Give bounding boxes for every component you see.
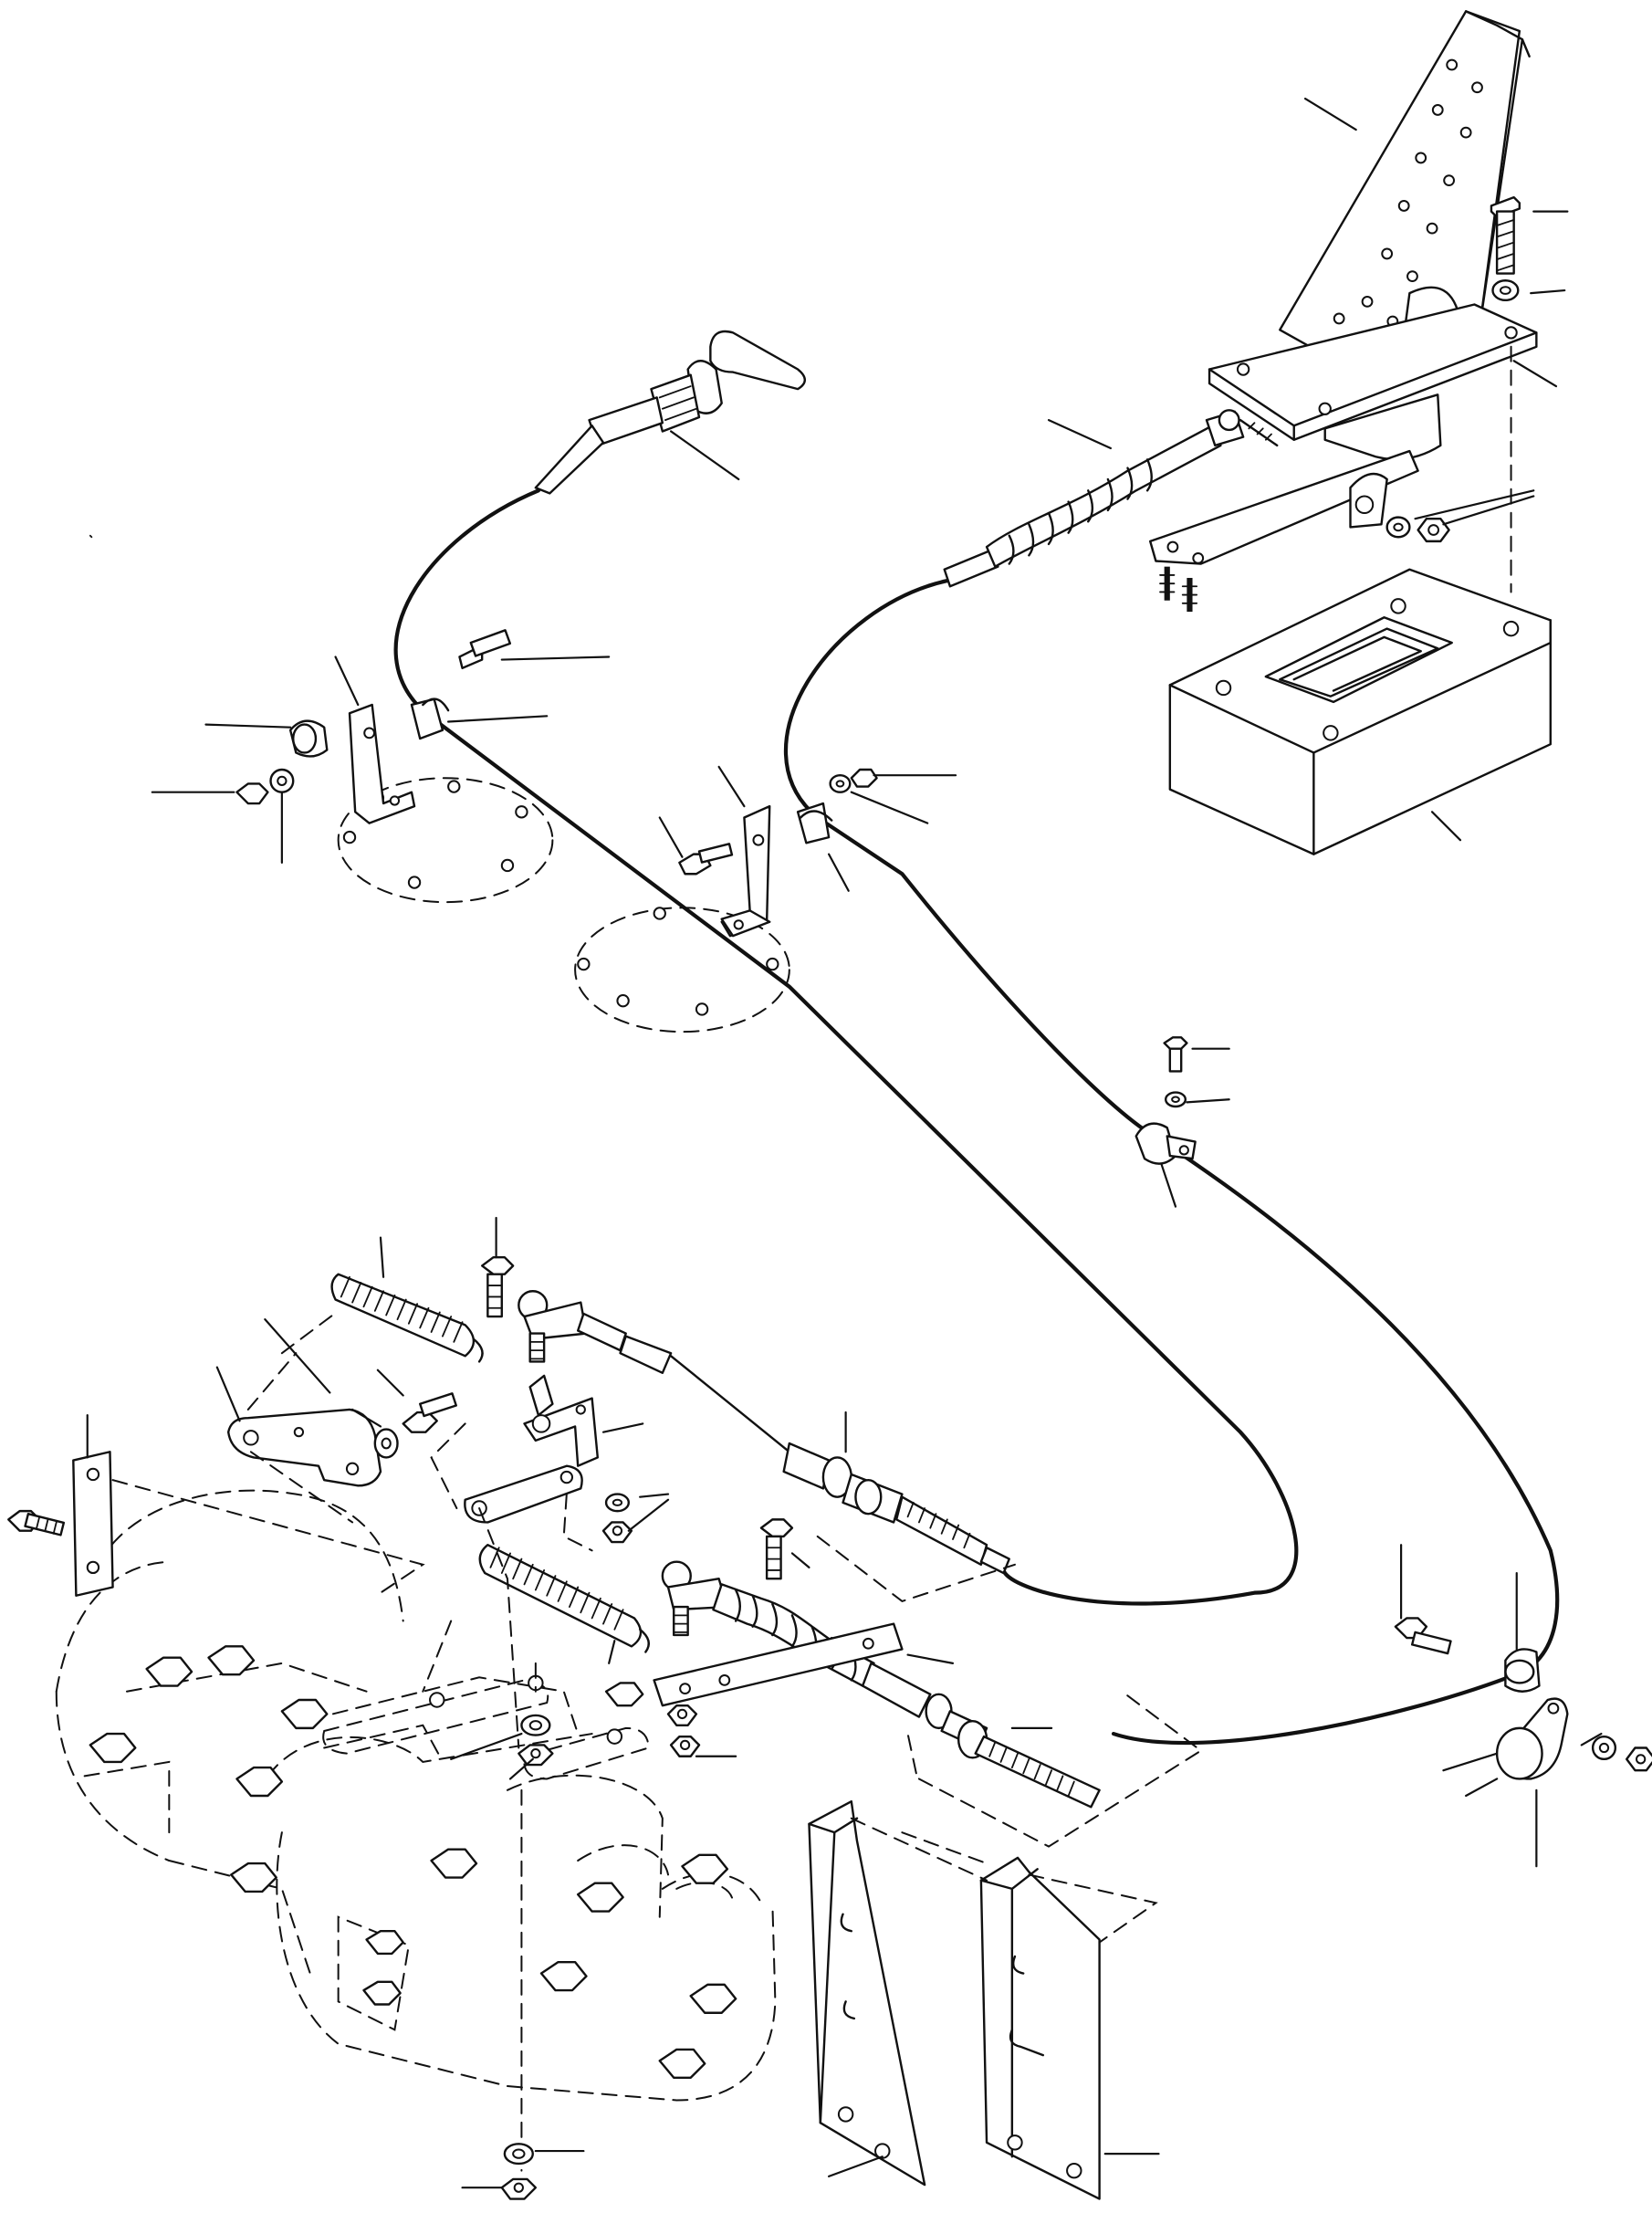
cable-bracket-left: [236, 630, 552, 902]
bracket-alignment-lines: [852, 1819, 1156, 1943]
ball-joint-upper: [518, 1291, 671, 1373]
linkage-bolt-lower: [761, 1519, 792, 1578]
pedal-mounting-bolt: [1491, 197, 1520, 273]
accelerator-cable-bellows: [945, 410, 1277, 586]
cable-clamp-right: [1396, 1618, 1652, 1778]
linkage-dashed-connectors: [113, 1311, 592, 2171]
pump-linkage-plates: [323, 1676, 648, 1779]
ball-joint-lower: [663, 1562, 727, 1635]
pump-base-hardware: [502, 2144, 536, 2198]
accelerator-cable-clip: [1136, 1037, 1196, 1163]
pedal-base-plate: [1209, 304, 1536, 459]
linkage-washers-nuts: [518, 1495, 699, 1765]
injection-pump-outline: [57, 1491, 776, 2101]
cable-mounting-plate: [654, 1624, 903, 1706]
cable-adjuster-lower: [713, 1584, 1099, 1807]
hand-throttle-cable: [396, 490, 1297, 1603]
scan-mark: [90, 536, 92, 538]
mounting-bracket-right: [981, 1858, 1100, 2199]
small-bracket-left: [8, 1452, 112, 1595]
cable-bracket-middle: [575, 770, 876, 1032]
pedal-spacer-block: [1170, 570, 1551, 855]
injection-pump-bolt-heads: [90, 1646, 736, 2077]
accelerator-cable: [786, 581, 1557, 1743]
hand-throttle-knob: [536, 331, 805, 493]
throttle-lever-left: [228, 1393, 456, 1485]
adjuster-alignment-box-lower: [908, 1692, 1201, 1847]
cable-adjuster-upper: [671, 1356, 1009, 1573]
linkage-bolt-top: [482, 1257, 513, 1316]
pedal-pivot-hardware: [1387, 518, 1449, 541]
adjuster-alignment-box-upper: [818, 1537, 1015, 1601]
mounting-bracket-left: [809, 1801, 925, 2185]
callout-leader-lines: [88, 99, 1602, 2187]
throttle-lever-arm-center: [465, 1376, 597, 1523]
return-spring-upper: [332, 1274, 483, 1362]
pedal-lever-arm: [1150, 451, 1417, 613]
return-spring-lower: [480, 1545, 649, 1652]
